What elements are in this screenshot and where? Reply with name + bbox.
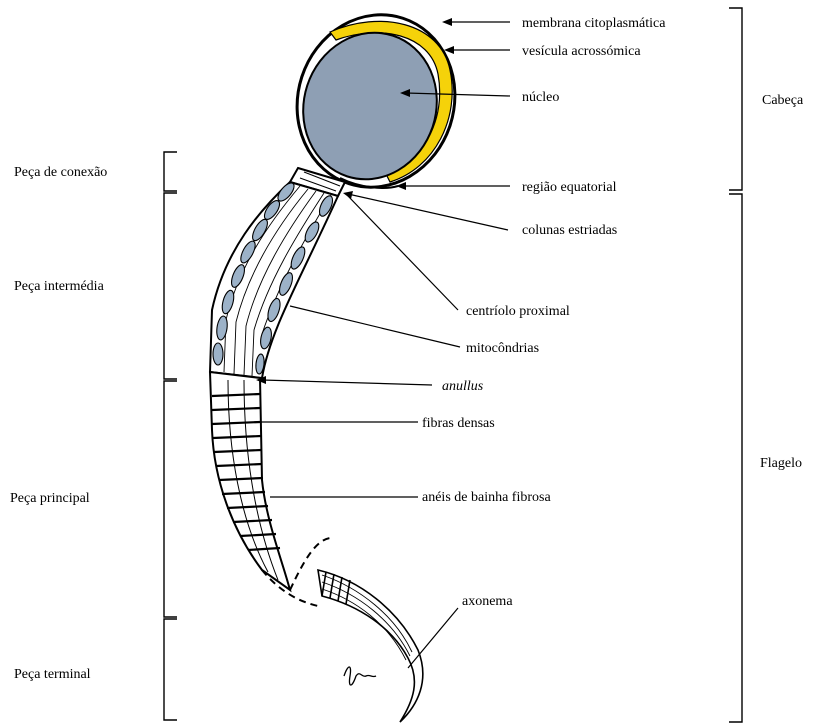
left-brackets xyxy=(164,152,177,720)
structure-labels: membrana citoplasmática vesícula acrossó… xyxy=(422,16,666,609)
arrow-membrana xyxy=(442,18,452,26)
artist-signature xyxy=(344,667,376,685)
right-region-labels: Cabeça Flagelo xyxy=(760,93,804,471)
label-vesicula: vesícula acrossómica xyxy=(522,44,641,59)
leader-centriolo xyxy=(348,196,458,310)
right-brackets xyxy=(729,8,742,722)
leader-mitocondrias xyxy=(290,306,460,347)
bracket-intermedia xyxy=(164,193,177,379)
label-colunas: colunas estriadas xyxy=(522,223,617,238)
arrow-colunas xyxy=(343,191,353,199)
bracket-principal xyxy=(164,381,177,617)
region-terminal: Peça terminal xyxy=(14,667,91,682)
region-intermedia: Peça intermédia xyxy=(14,279,105,294)
label-aneis: anéis de bainha fibrosa xyxy=(422,490,551,505)
label-nucleo: núcleo xyxy=(522,90,559,105)
region-principal: Peça principal xyxy=(10,491,90,506)
bracket-flagelo xyxy=(729,194,742,722)
sperm-illustration xyxy=(210,0,477,722)
label-regiao: região equatorial xyxy=(522,180,617,195)
label-anullus: anullus xyxy=(442,379,484,394)
bracket-conexao xyxy=(164,152,177,191)
label-membrana: membrana citoplasmática xyxy=(522,16,666,31)
leader-anullus xyxy=(262,380,432,385)
end-piece xyxy=(318,570,423,722)
label-axonema: axonema xyxy=(462,594,513,609)
region-flagelo: Flagelo xyxy=(760,456,802,471)
label-centriolo: centríolo proximal xyxy=(466,304,570,319)
bracket-terminal xyxy=(164,619,177,720)
principal-piece xyxy=(210,372,290,590)
leader-axonema xyxy=(408,608,458,668)
leader-colunas xyxy=(348,194,508,230)
label-mitocondrias: mitocôndrias xyxy=(466,341,539,356)
left-region-labels: Peça de conexão Peça intermédia Peça pri… xyxy=(10,165,107,682)
region-conexao: Peça de conexão xyxy=(14,165,107,180)
label-fibras: fibras densas xyxy=(422,416,495,431)
region-cabeca: Cabeça xyxy=(762,93,804,108)
bracket-cabeca xyxy=(729,8,742,190)
